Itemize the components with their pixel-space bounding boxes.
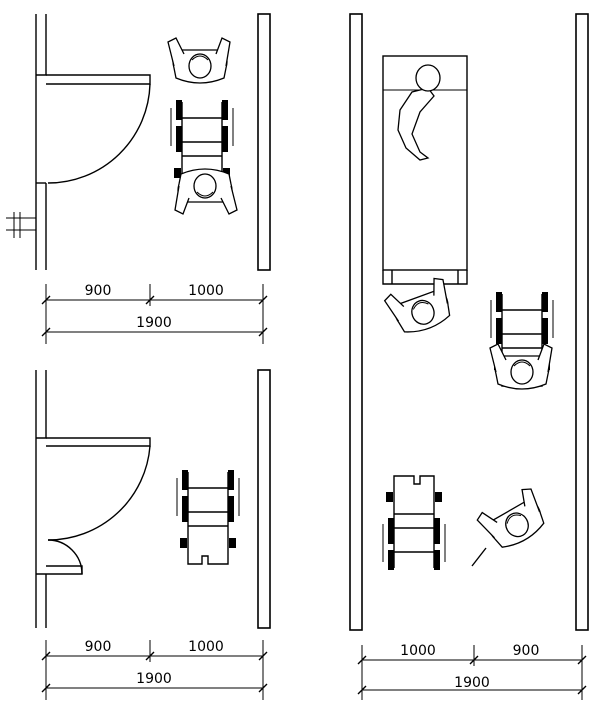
door-swing-arc [47,83,151,184]
dim-1900: 1900 [454,675,490,691]
dim-1000: 1000 [188,639,224,655]
person-with-cane-icon [474,484,553,557]
dim-900: 900 [85,283,112,299]
right-wall [257,369,271,629]
left-wall [349,13,363,631]
person-pushing-icon [382,275,458,340]
panel-top-left: 900 1000 1900 [6,13,271,344]
dim-1900: 1900 [136,671,172,687]
stretcher [382,55,468,271]
dim-900: 900 [85,639,112,655]
wheelchair-icon [382,475,446,571]
wheelchair-icon [176,469,240,565]
person-icon [167,37,231,84]
dim-1000: 1000 [188,283,224,299]
panel-bottom-left: 900 1000 1900 [35,369,271,700]
dim-900: 900 [513,643,540,659]
right-wall [575,13,589,631]
door-swing-arc [47,445,151,541]
door-leaf [46,437,151,447]
person-pushing-icon [174,168,238,215]
dim-1900: 1900 [136,315,172,331]
right-wall [257,13,271,271]
dim-1000: 1000 [400,643,436,659]
door-leaf [46,74,151,85]
panel-right: 1000 900 1900 [349,13,589,700]
cane-icon [471,547,487,567]
patient-icon [397,64,441,161]
person-pushing-icon [489,343,553,390]
